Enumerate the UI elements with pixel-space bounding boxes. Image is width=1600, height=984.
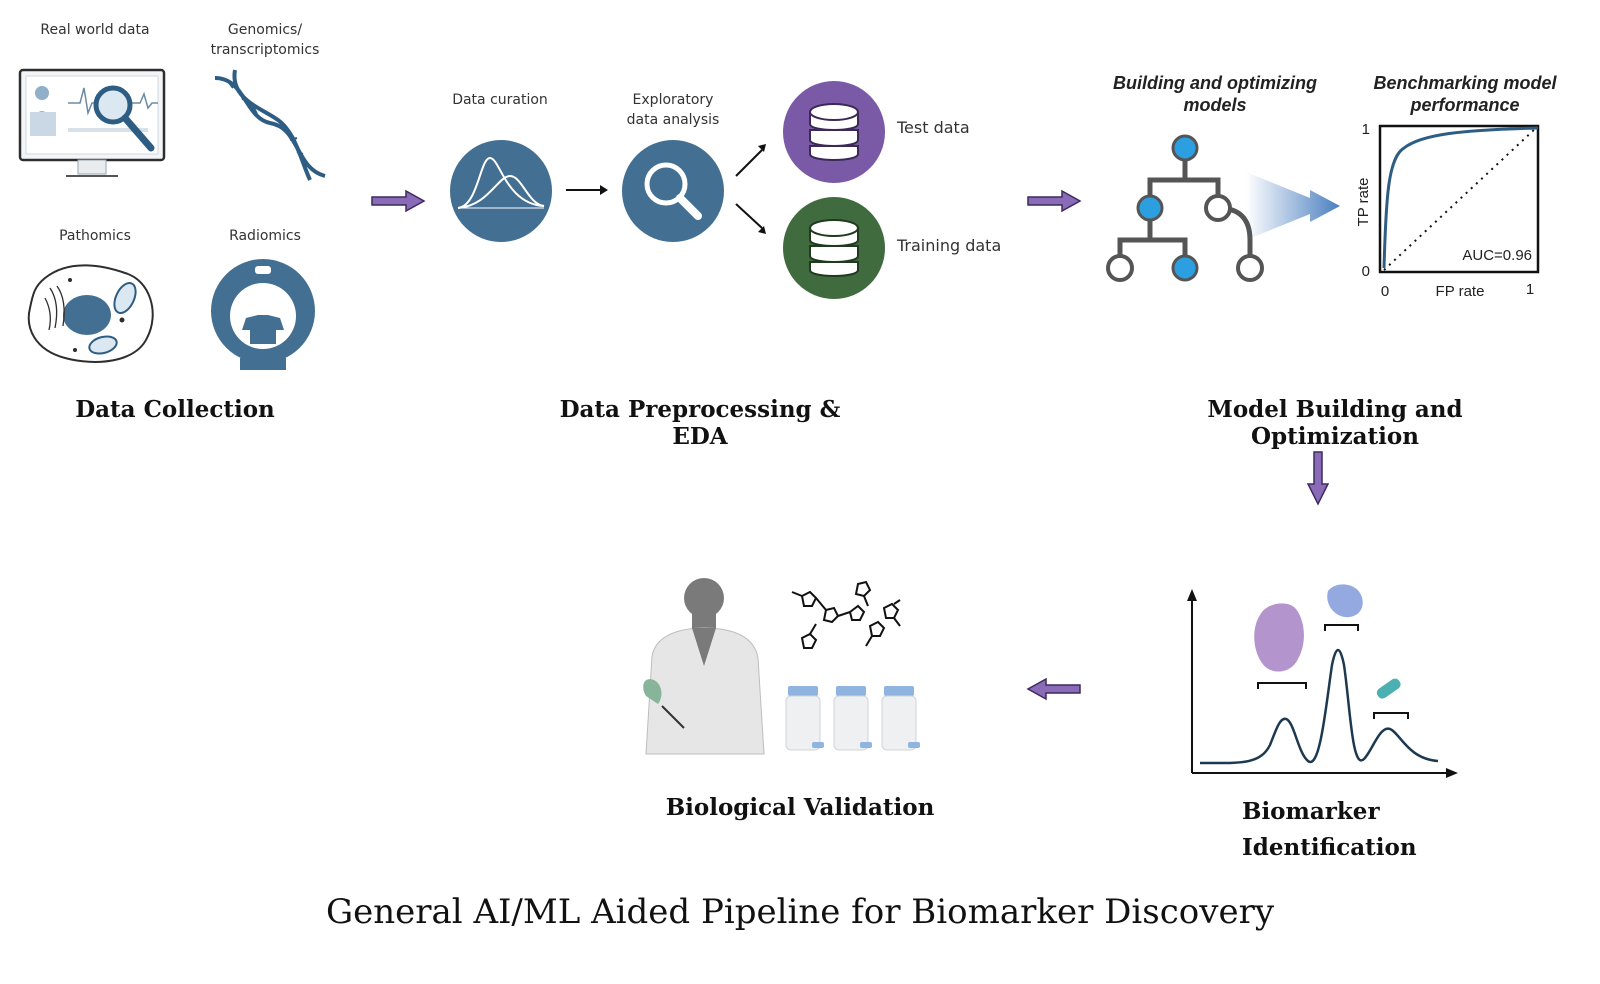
roc-x-axis-label: FP rate [1436,283,1485,300]
roc-y-axis-label: TP rate [1355,178,1372,227]
scientist-icon [643,578,765,755]
gradient-arrow-icon [1246,172,1340,240]
arrow-right-icon [371,189,426,213]
benchmark-label: Benchmarking model performance [1373,73,1557,115]
test-data-label: Test data [897,118,970,137]
roc-auc-label: AUC=0.96 [1462,247,1532,264]
arrow-small-icon [566,185,608,195]
radiomics-label: Radiomics [229,228,301,244]
magnifier-icon [622,140,724,242]
decision-tree-icon [1106,134,1264,282]
training-database-icon [783,197,885,299]
roc-x-left-label: 0 [1381,283,1389,300]
roc-y-top-label: 1 [1362,121,1370,138]
arrow-right-icon [1027,189,1082,213]
split-arrows-icon [735,144,766,234]
test-database-icon [783,81,885,183]
roc-y-bottom-label: 0 [1362,263,1370,280]
pathomics-label: Pathomics [59,228,131,244]
data-collection-title: Data Collection [75,396,275,423]
cell-icon [27,264,154,363]
figure-title: General AI/ML Aided Pipeline for Biomark… [325,892,1275,932]
building-models-label: Building and optimizing models [1113,73,1317,115]
monitor-icon [18,68,166,177]
roc-x-right-label: 1 [1526,281,1534,298]
dna-icon [214,69,326,181]
molecules-icon [791,580,901,649]
arrow-left-icon [1026,677,1081,701]
real-world-data-label: Real world data [40,22,150,38]
roc-curve-chart: 1 0 0 1 FP rate TP rate AUC=0.96 [1355,121,1540,300]
biological-validation-title: Biological Validation [665,794,935,821]
data-preprocessing-title: Data Preprocessing & EDA [559,396,841,450]
model-building-title: Model Building and Optimization [1207,396,1463,450]
mri-scanner-icon [211,259,315,370]
vials-icon [785,686,920,751]
data-curation-label: Data curation [452,92,548,108]
curation-curve-icon [450,140,552,242]
training-data-label: Training data [897,236,1002,255]
biomarker-identification-title: Biomarker Identification [1242,798,1417,861]
genomics-label: Genomics/ transcriptomics [210,22,320,58]
arrow-down-icon [1306,451,1330,506]
biomarker-peaks-chart [1187,584,1458,778]
eda-label: Exploratory data analysis [626,92,720,128]
